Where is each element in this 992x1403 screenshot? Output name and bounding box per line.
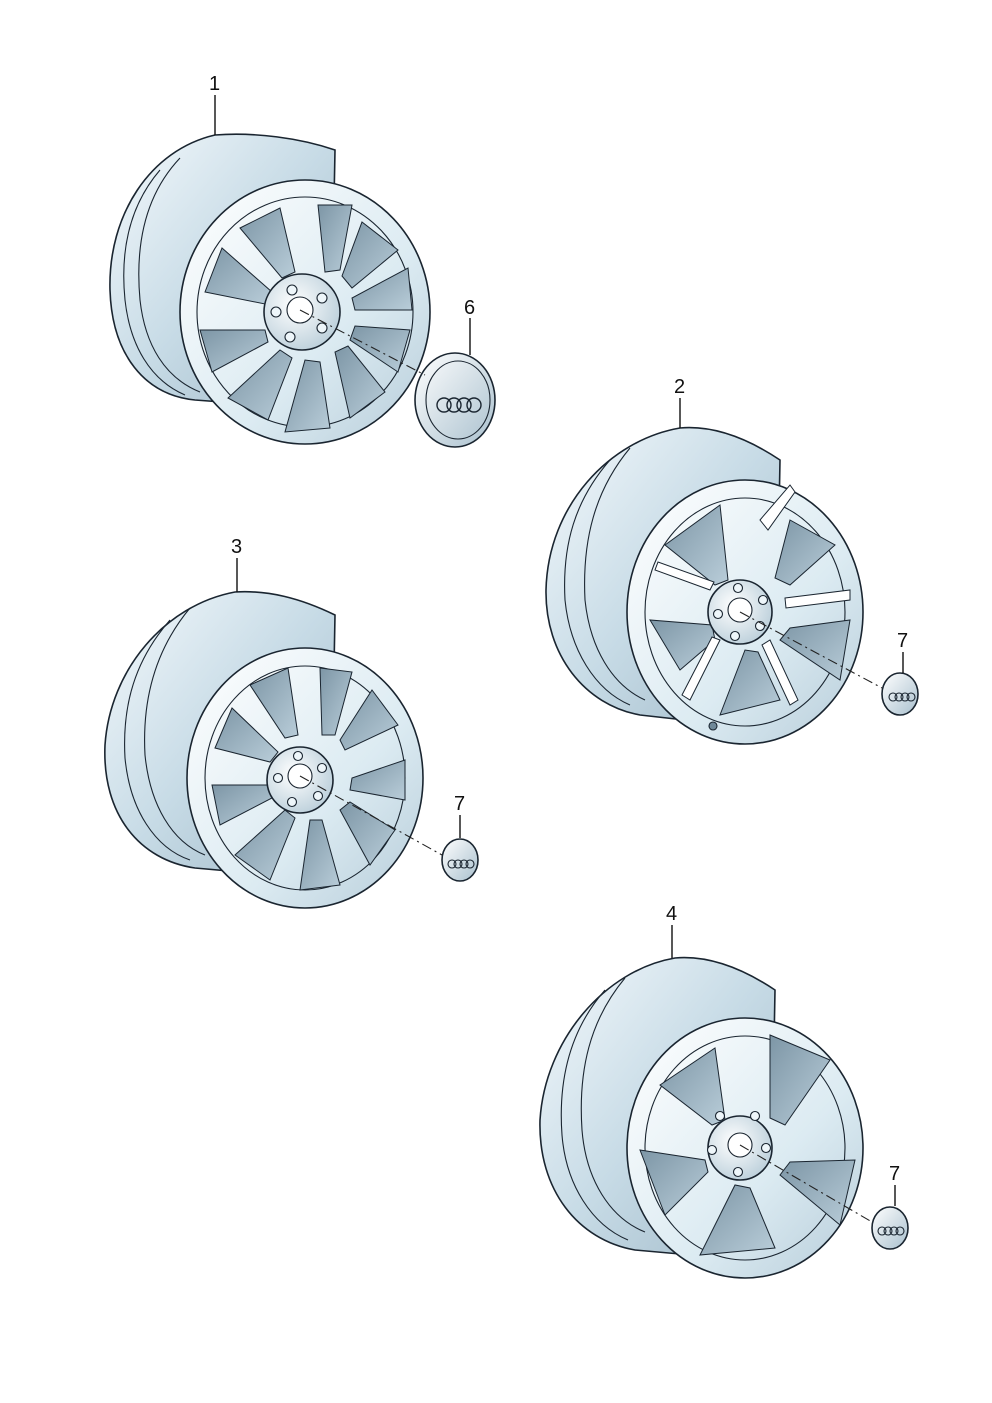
wheel-2-spoke-slots xyxy=(654,484,851,706)
wheel-3-face xyxy=(186,647,424,909)
center-cap-7-wheel-3 xyxy=(441,838,479,882)
center-cap-6 xyxy=(414,352,496,448)
wheel-1-spoke-windows xyxy=(199,204,413,433)
rings-logo-icon xyxy=(888,692,916,702)
callout-cap-7-b: 7 xyxy=(454,793,465,815)
wheel-1 xyxy=(109,133,431,445)
center-cap-7-wheel-2 xyxy=(881,672,919,716)
wheel-4 xyxy=(539,956,864,1279)
wheel-3-spoke-windows xyxy=(211,667,406,891)
callout-labels: 1 6 2 7 3 7 4 7 xyxy=(209,73,908,1185)
callout-wheel-1: 1 xyxy=(209,73,220,95)
wheel-4-spoke-windows xyxy=(639,1034,856,1256)
wheel-2-face xyxy=(626,479,864,745)
callout-cap-7-a: 7 xyxy=(897,630,908,652)
axis-lines xyxy=(299,309,883,1223)
callout-wheel-4: 4 xyxy=(666,903,677,925)
leader-lines xyxy=(214,95,904,1206)
callout-cap-6: 6 xyxy=(464,297,475,319)
wheel-2 xyxy=(545,426,864,745)
callout-wheel-3: 3 xyxy=(231,536,242,558)
wheel-3 xyxy=(104,590,424,909)
rings-logo-icon xyxy=(447,859,475,869)
callout-cap-7-c: 7 xyxy=(889,1163,900,1185)
callout-wheel-2: 2 xyxy=(674,376,685,398)
rings-logo-icon xyxy=(436,397,482,413)
rings-logo-icon xyxy=(877,1226,905,1236)
wheel-2-spoke-windows xyxy=(649,504,851,716)
center-cap-7-wheel-4 xyxy=(871,1206,909,1250)
